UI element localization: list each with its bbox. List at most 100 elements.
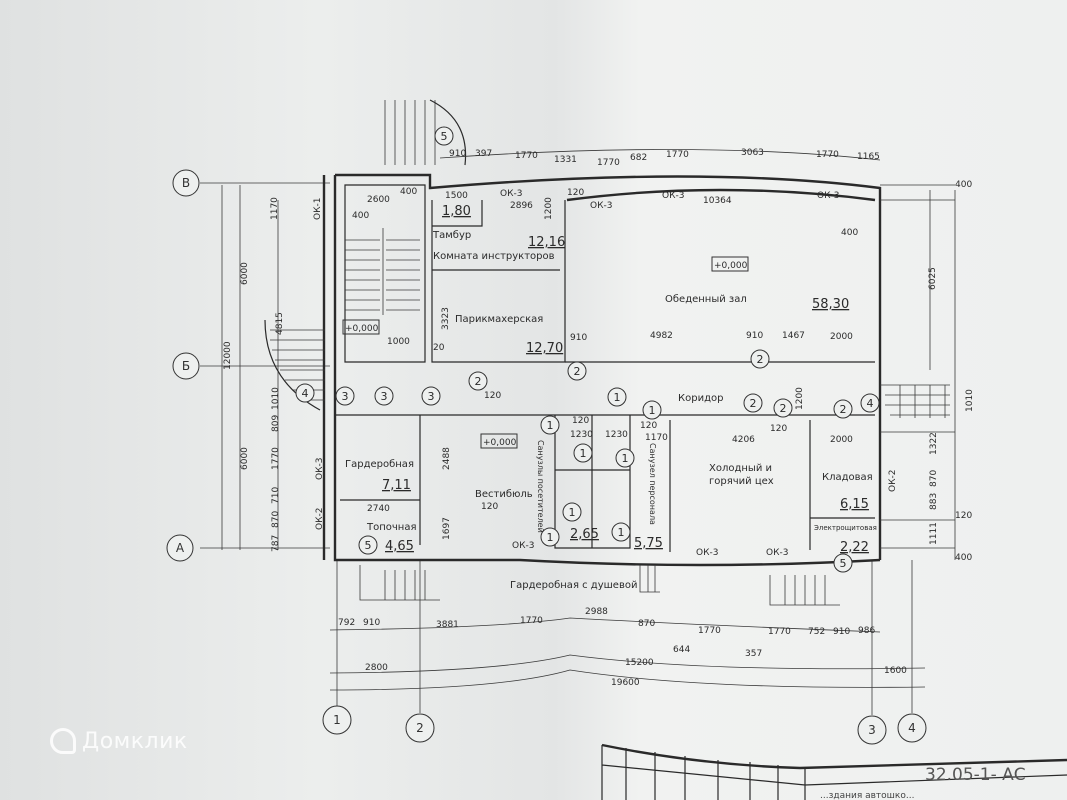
- dimension-label: 1770: [515, 151, 538, 161]
- window-mark: ОК-3: [315, 458, 325, 480]
- door-tag: 4: [302, 387, 309, 400]
- dimension-label: 1600: [884, 666, 907, 676]
- axis-bubble-1: [322, 705, 352, 735]
- dimension-label: 2488: [442, 447, 452, 470]
- dimension-label: 400: [955, 553, 972, 563]
- dimension-label: 1010: [271, 387, 281, 410]
- dimension-label: 2988: [585, 607, 608, 617]
- door-tag: 1: [547, 531, 554, 544]
- dimension-label: 870: [929, 470, 939, 487]
- window-mark: ОК-2: [888, 470, 898, 492]
- dimension-label: 400: [955, 180, 972, 190]
- dimension-label: 19600: [611, 678, 640, 688]
- door-tag: 2: [780, 402, 787, 415]
- dimension-label: 1770: [271, 447, 281, 470]
- dimension-label: 792: [338, 618, 355, 628]
- room-area: 12,16: [528, 235, 565, 250]
- dimension-label: 1165: [857, 152, 880, 162]
- door-tag: 1: [580, 447, 587, 460]
- door-tag-circle: [468, 371, 488, 391]
- dimension-label: 3323: [441, 307, 451, 330]
- dimension-label: 870: [638, 619, 655, 629]
- door-tag: 1: [569, 506, 576, 519]
- axis-bubble-b: [172, 352, 200, 380]
- dimension-label: 1170: [270, 197, 280, 220]
- walls: [264, 99, 950, 606]
- door-tag: 1: [547, 419, 554, 432]
- door-tag-circle: [421, 386, 441, 406]
- door-tag-circle: [540, 415, 560, 435]
- stair-steps: [345, 228, 420, 315]
- dimension-label: 1770: [768, 627, 791, 637]
- door-tag: 2: [475, 375, 482, 388]
- door-tag-circle: [562, 502, 582, 522]
- dimension-label: 120: [640, 421, 657, 431]
- watermark-text: Домклик: [82, 729, 188, 754]
- window-mark: ОК-3: [500, 189, 522, 199]
- dimension-label: 120: [770, 424, 787, 434]
- door-tag: 2: [574, 365, 581, 378]
- dimension-label: 870: [271, 511, 281, 528]
- door-tag-circle: [358, 535, 378, 555]
- door-tag-circle: [540, 527, 560, 547]
- dimension-label: 752: [808, 627, 825, 637]
- dimension-label: 400: [400, 187, 417, 197]
- dimension-label: 6000: [240, 447, 250, 470]
- window-mark: ОК-3: [766, 548, 788, 558]
- axis-bubble-v: [172, 169, 200, 197]
- axis-bubble-2: [405, 713, 435, 743]
- window-mark: ОК-3: [590, 201, 612, 211]
- axis-bubble-3: [857, 715, 887, 745]
- axis-bubble-4: [897, 713, 927, 743]
- dimension-label: 809: [271, 415, 281, 432]
- room-area: 7,11: [382, 478, 411, 493]
- dimension-label: 1230: [605, 430, 628, 440]
- dimension-label: 3063: [741, 148, 764, 158]
- room-name: Санузлы посетителей: [536, 440, 545, 533]
- door-tag-circle: [615, 448, 635, 468]
- dimension-label: 4982: [650, 331, 673, 341]
- level-mark: +0,000: [345, 324, 379, 334]
- level-mark: +0,000: [483, 438, 517, 448]
- level-marks: +0,000 +0,000 +0,000: [342, 256, 749, 449]
- axis-lines: [200, 182, 956, 715]
- door-tag-circle: [773, 398, 793, 418]
- room-name: Гардеробная с душевой: [510, 580, 637, 591]
- room-name: Санузел персонала: [648, 443, 657, 525]
- room-name: Тамбур: [432, 230, 471, 241]
- drawing-caption: ...здания автошко...: [820, 791, 914, 800]
- watermark: Домклик: [50, 728, 188, 754]
- room-name: горячий цех: [709, 476, 774, 487]
- dimension-label: 1770: [520, 616, 543, 626]
- room-name: Топочная: [366, 522, 416, 533]
- door-tag: 2: [750, 397, 757, 410]
- drawing-code: 32.05-1- АС: [925, 765, 1026, 785]
- dimension-label: 910: [449, 149, 466, 159]
- dimension-label: 4206: [732, 435, 755, 445]
- axis-label: А: [176, 541, 185, 555]
- door-tag-circle: [374, 386, 394, 406]
- dimension-label: 400: [352, 211, 369, 221]
- room-area: 58,30: [812, 297, 849, 312]
- dimension-label: 910: [833, 627, 850, 637]
- room-name: Кладовая: [822, 472, 873, 483]
- dimension-label: 1770: [666, 150, 689, 160]
- dimension-labels: 910 397 1770 1331 1770 682 1770 3063 177…: [223, 148, 975, 688]
- dimension-label: 120: [955, 511, 972, 521]
- dimension-label: 120: [484, 391, 501, 401]
- door-tag-circle: [335, 386, 355, 406]
- room-area: 4,65: [385, 539, 414, 554]
- dimension-label: 10364: [703, 196, 732, 206]
- dimension-lines: [329, 149, 955, 691]
- dimension-label: 1770: [698, 626, 721, 636]
- dimension-label: 357: [745, 649, 762, 659]
- axis-label: 4: [908, 721, 916, 735]
- dimension-label: 986: [858, 626, 875, 636]
- room-name: Обеденный зал: [665, 294, 747, 305]
- dimension-label: 20: [433, 343, 445, 353]
- room-name: Вестибюль: [475, 489, 533, 500]
- window-mark: ОК-3: [696, 548, 718, 558]
- room-area: 5,75: [634, 536, 663, 551]
